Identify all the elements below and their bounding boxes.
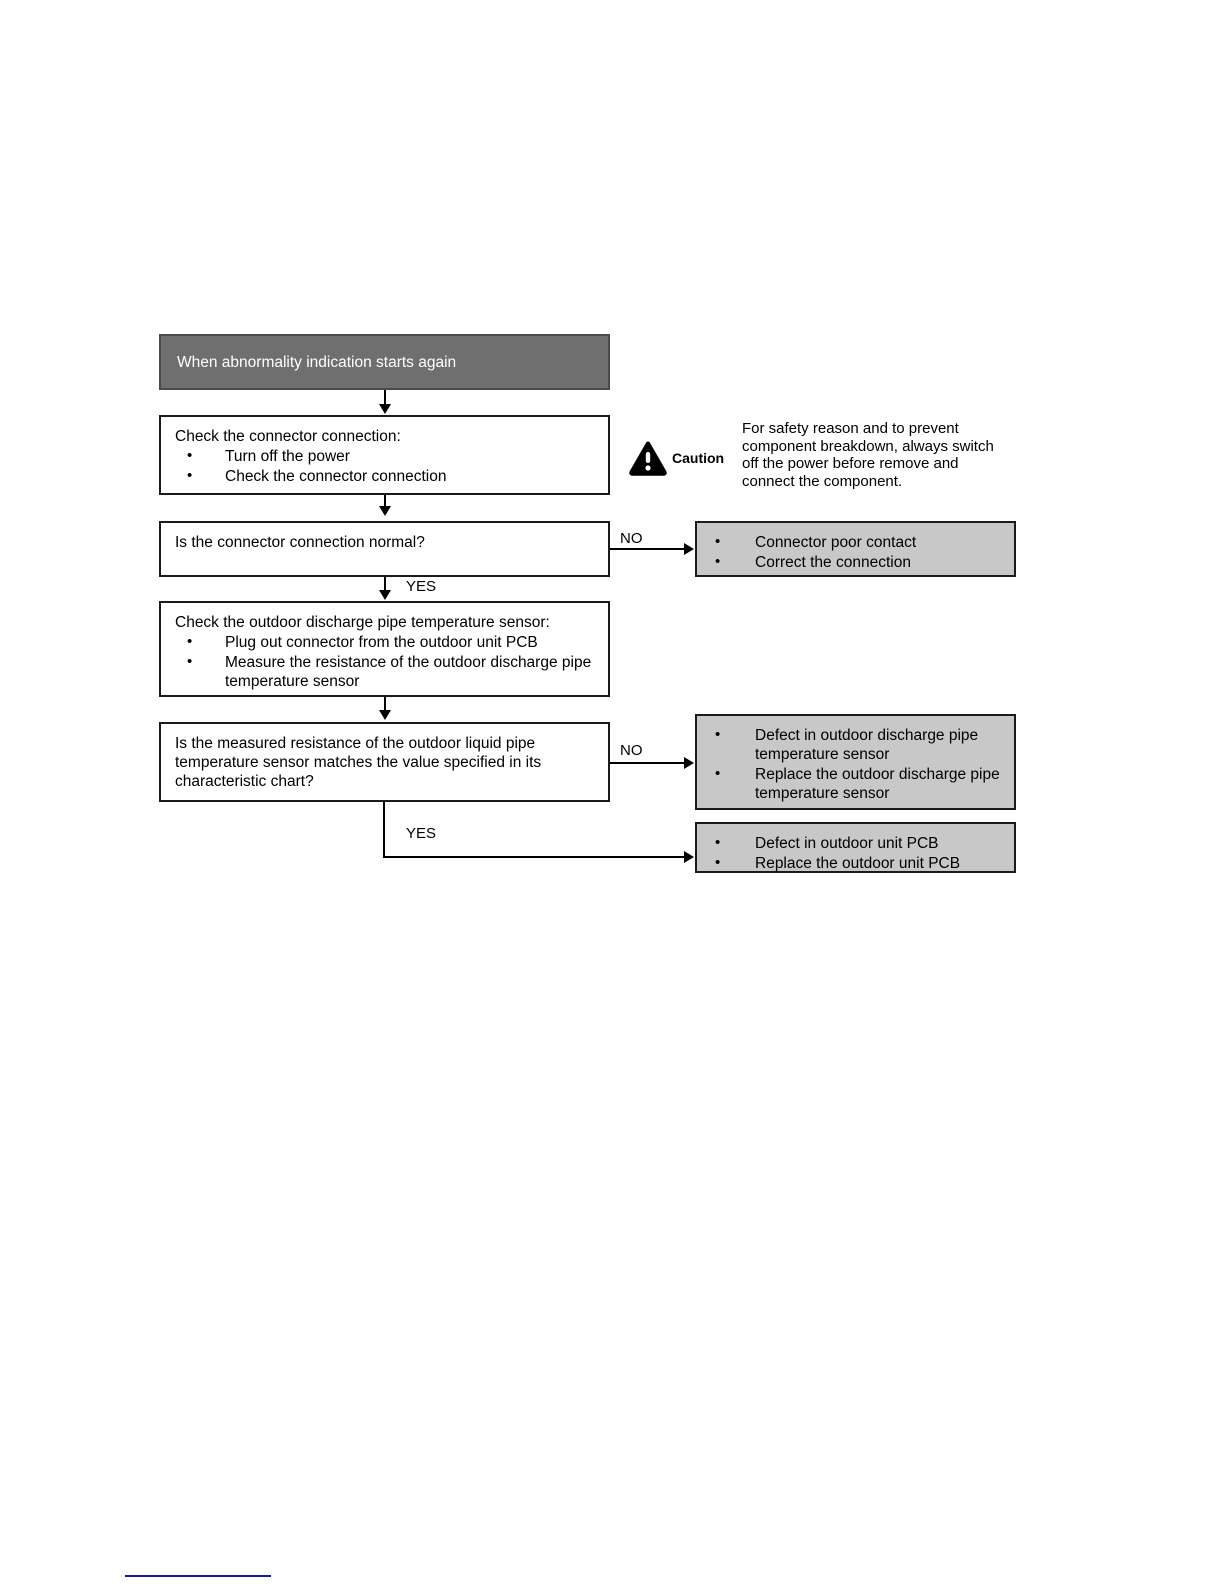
list-item: Connector poor contact: [697, 532, 1014, 552]
footer-rule: [125, 1575, 271, 1577]
connector-start-to-check: [384, 390, 386, 405]
step-title: Check the connector connection:: [175, 428, 401, 445]
step-bullet-list: Turn off the power Check the connector c…: [175, 446, 608, 486]
decision-question-line2: temperature sensor matches the value spe…: [175, 754, 542, 771]
result-bullet-list: Defect in outdoor discharge pipe tempera…: [697, 725, 1014, 803]
decision-question: Is the connector connection normal?: [175, 534, 425, 551]
result-bullet-list: Connector poor contact Correct the conne…: [697, 532, 1014, 572]
connector-yes-decision1: [384, 577, 386, 591]
flow-start-label: When abnormality indication starts again: [177, 353, 457, 371]
arrowhead-down-sensor-check: [379, 590, 391, 600]
arrowhead-right-result3: [684, 851, 694, 863]
result-sensor-defect: Defect in outdoor discharge pipe tempera…: [695, 714, 1016, 810]
arrowhead-down-decision2: [379, 710, 391, 720]
list-item: Measure the resistance of the outdoor di…: [175, 652, 608, 691]
step-check-connector-connection: Check the connector connection: Turn off…: [159, 415, 610, 495]
decision-question-line3: characteristic chart?: [175, 773, 314, 790]
arrowhead-down-start: [379, 404, 391, 414]
decision-connector-normal: Is the connector connection normal?: [159, 521, 610, 577]
step-check-discharge-sensor: Check the outdoor discharge pipe tempera…: [159, 601, 610, 697]
caution-icon-group: Caution: [628, 434, 740, 482]
decision-resistance-matches: Is the measured resistance of the outdoo…: [159, 722, 610, 802]
edge-label-yes-2: YES: [406, 825, 437, 842]
caution-text: For safety reason and to prevent compone…: [742, 420, 994, 490]
list-item: Replace the outdoor discharge pipe tempe…: [697, 764, 1014, 803]
result-pcb-defect: Defect in outdoor unit PCB Replace the o…: [695, 822, 1016, 873]
result-bullet-list: Defect in outdoor unit PCB Replace the o…: [697, 833, 1014, 873]
connector-no-decision2: [610, 762, 685, 764]
list-item: Defect in outdoor unit PCB: [697, 833, 1014, 853]
connector-sensor-to-decision2: [384, 697, 386, 711]
caution-note: Caution For safety reason and to prevent…: [628, 420, 1018, 500]
result-connector-poor-contact: Connector poor contact Correct the conne…: [695, 521, 1016, 577]
caution-word: Caution: [672, 450, 725, 466]
edge-label-no-2: NO: [620, 742, 643, 759]
arrowhead-right-result2: [684, 757, 694, 769]
step-bullet-list: Plug out connector from the outdoor unit…: [175, 632, 608, 691]
list-item: Turn off the power: [175, 446, 608, 466]
list-item: Defect in outdoor discharge pipe tempera…: [697, 725, 1014, 764]
connector-check-to-decision1: [384, 495, 386, 507]
list-item: Correct the connection: [697, 552, 1014, 572]
decision-question-line1: Is the measured resistance of the outdoo…: [175, 735, 536, 752]
arrowhead-down-decision1: [379, 506, 391, 516]
flow-start-banner: When abnormality indication starts again: [159, 334, 610, 390]
warning-triangle-icon: [628, 440, 668, 476]
edge-label-no-1: NO: [620, 530, 643, 547]
list-item: Check the connector connection: [175, 466, 608, 486]
list-item: Replace the outdoor unit PCB: [697, 853, 1014, 873]
list-item: Plug out connector from the outdoor unit…: [175, 632, 608, 652]
edge-label-yes-1: YES: [406, 578, 437, 595]
arrowhead-right-result1: [684, 543, 694, 555]
step-title: Check the outdoor discharge pipe tempera…: [175, 614, 550, 631]
connector-yes-decision2-horizontal: [383, 856, 685, 858]
connector-no-decision1: [610, 548, 685, 550]
connector-yes-decision2-vertical: [383, 802, 385, 858]
